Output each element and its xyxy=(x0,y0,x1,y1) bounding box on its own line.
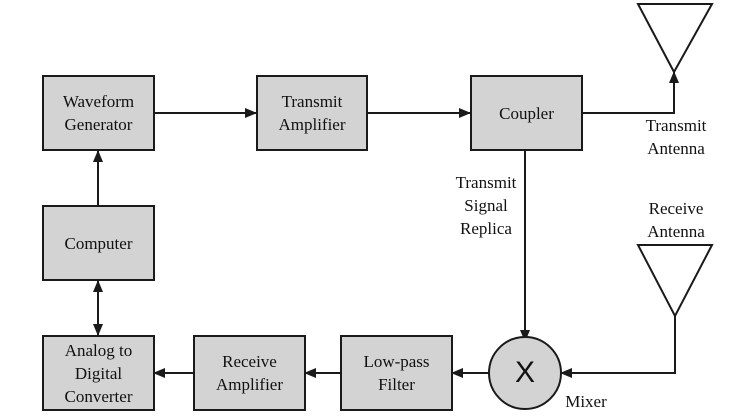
transmit-antenna-icon xyxy=(636,3,714,75)
arrow-coupler-to-transmit-antenna xyxy=(582,71,679,114)
computer-block: Computer xyxy=(42,205,155,281)
coupler-block: Coupler xyxy=(470,75,583,151)
low-pass-filter-block: Low-pass Filter xyxy=(340,335,453,411)
receive-amplifier-block: Receive Amplifier xyxy=(193,335,306,411)
mixer-label: Mixer xyxy=(565,392,607,411)
waveform-generator-block: Waveform Generator xyxy=(42,75,155,151)
receive-antenna-label: Receive Antenna xyxy=(647,199,705,241)
adc-block: Analog to Digital Converter xyxy=(42,335,155,411)
transmit-antenna-label: Transmit Antenna xyxy=(645,116,707,158)
receive-antenna-icon xyxy=(636,244,714,319)
transmit-amplifier-block: Transmit Amplifier xyxy=(256,75,368,151)
mixer-symbol: X xyxy=(514,356,535,389)
arrow-receive-antenna-to-mixer xyxy=(560,316,676,378)
transmit-signal-replica-label: Transmit Signal Replica xyxy=(455,173,517,238)
